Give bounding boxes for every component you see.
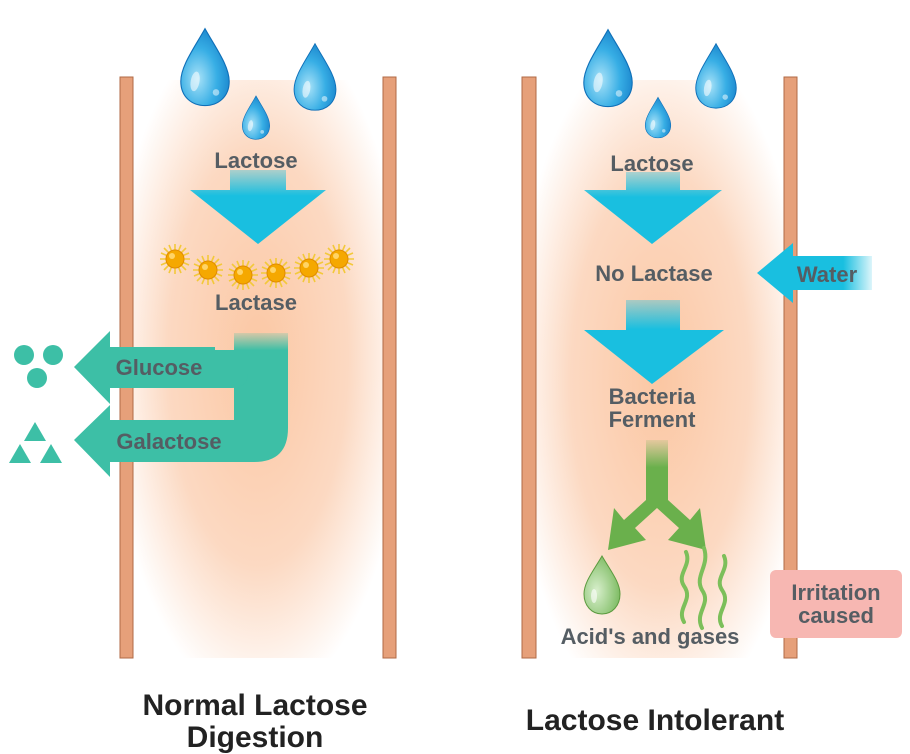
acids-gases-label: Acid's and gases xyxy=(560,624,740,649)
right-lactose-label: Lactose xyxy=(610,151,694,176)
galactose-molecule-icon xyxy=(40,444,62,463)
glucose-molecule-icon xyxy=(14,345,34,365)
water-drop-icon xyxy=(583,29,633,108)
irritation-label: Irritation caused xyxy=(791,580,881,628)
enzyme-icon xyxy=(159,243,191,275)
enzyme-icon xyxy=(192,254,224,286)
water-drop-icon xyxy=(695,43,737,109)
glucose-arrow xyxy=(74,331,248,404)
glucose-molecule-icon xyxy=(27,368,47,388)
right-caption: Lactose Intolerant xyxy=(525,704,785,737)
right-lactose-arrow xyxy=(584,172,722,244)
enzyme-icon xyxy=(323,243,355,275)
left-caption: Normal Lactose Digestion xyxy=(142,689,368,754)
gas-fumes-icon xyxy=(679,546,728,630)
left-lactose-arrow xyxy=(190,170,326,244)
left-wall-inner xyxy=(382,76,397,659)
galactose-label: Galactose xyxy=(116,429,222,454)
galactose-molecules xyxy=(9,422,62,463)
left-lactose-label: Lactose xyxy=(214,148,298,173)
glucose-molecule-icon xyxy=(43,345,63,365)
enzyme-icon xyxy=(227,259,259,291)
bacteria-ferment-label: Bacteria Ferment xyxy=(608,384,696,432)
fermentation-split-arrow xyxy=(608,440,706,550)
right-wall-inner xyxy=(783,76,798,659)
enzyme-icon xyxy=(293,252,325,284)
galactose-molecule-icon xyxy=(24,422,46,441)
water-drop-icon xyxy=(293,43,337,111)
glucose-molecules xyxy=(14,345,63,388)
glucose-label: Glucose xyxy=(115,355,203,380)
split-arrows xyxy=(74,331,288,477)
water-label: Water xyxy=(796,262,858,287)
enzyme-icon xyxy=(260,257,292,289)
lactase-label: Lactase xyxy=(215,290,297,315)
galactose-molecule-icon xyxy=(9,444,31,463)
no-lactase-label: No Lactase xyxy=(595,261,713,286)
irritation-badge: Irritation caused xyxy=(770,570,902,638)
water-drop-icon xyxy=(180,28,230,107)
water-inflow-arrow xyxy=(757,243,872,303)
right-wall-outer xyxy=(521,76,537,659)
acid-drop-icon xyxy=(583,554,621,615)
no-lactase-arrow xyxy=(584,300,724,384)
